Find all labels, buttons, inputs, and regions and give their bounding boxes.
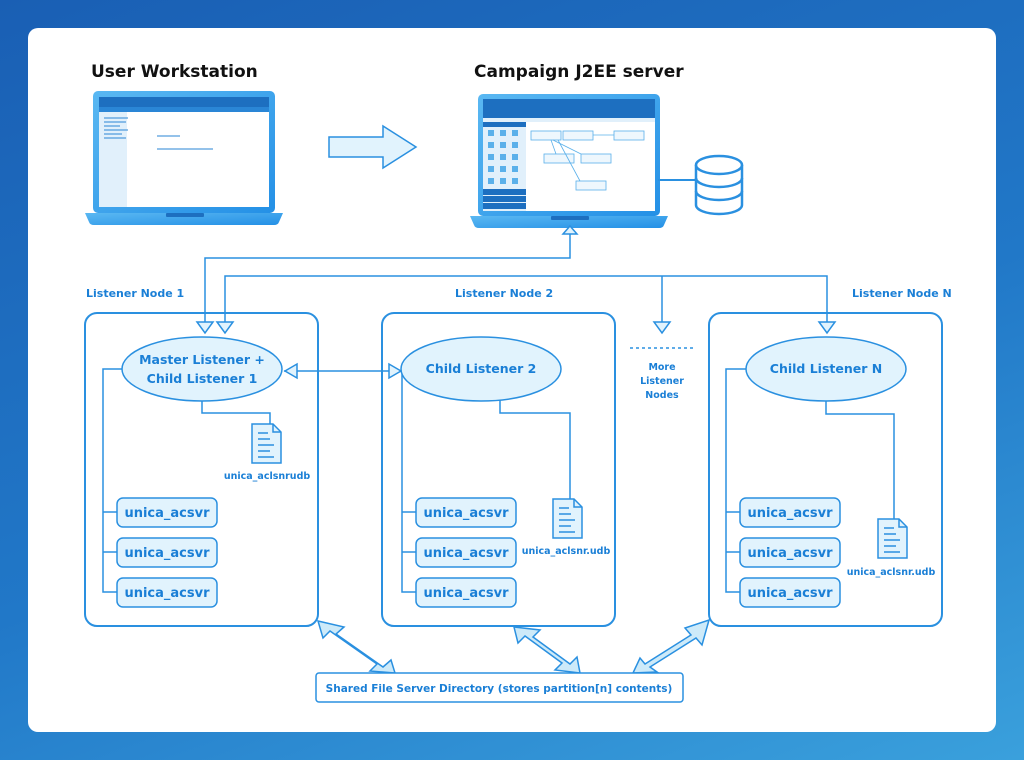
process-label: unica_acsvr: [747, 586, 833, 601]
process-box: [739, 497, 841, 528]
process-box: [116, 577, 218, 608]
server-title: Campaign J2EE server: [474, 62, 684, 82]
workstation-title: User Workstation: [91, 62, 258, 82]
node-2-label: Listener Node 2: [455, 287, 553, 300]
process-box: [415, 577, 517, 608]
flow-arrow-icon: [328, 124, 418, 170]
process-label: unica_acsvr: [423, 546, 509, 561]
node-n-label: Listener Node N: [852, 287, 952, 300]
double-arrow-icon: [631, 618, 711, 674]
file-label-node-2: unica_aclsnr.udb: [522, 546, 611, 557]
shared-file-server-box: [315, 672, 684, 703]
arrowhead-left-icon: [283, 362, 298, 380]
shared-file-server-label: Shared File Server Directory (stores par…: [326, 683, 673, 695]
master-listener-label-2: Child Listener 1: [147, 371, 258, 386]
listener-node-1: [84, 312, 319, 627]
child-listener-2-label: Child Listener 2: [426, 361, 537, 376]
database-icon: [694, 154, 744, 216]
workstation-laptop-icon: [85, 91, 283, 225]
arrowhead-down-icon: [652, 321, 672, 335]
process-label: unica_acsvr: [423, 586, 509, 601]
process-label: unica_acsvr: [124, 546, 210, 561]
child-listener-2-node: [400, 336, 562, 402]
process-box: [739, 577, 841, 608]
file-icon: [552, 498, 583, 539]
more-nodes-line2: Listener: [640, 376, 684, 387]
process-box: [415, 537, 517, 568]
file-label-node-1: unica_aclsnrudb: [224, 471, 311, 482]
process-label: unica_acsvr: [423, 506, 509, 521]
listener-node-2: [381, 312, 616, 627]
child-listener-n-label: Child Listener N: [770, 361, 882, 376]
master-listener-node: [121, 336, 283, 402]
listener-node-n: [708, 312, 943, 627]
more-nodes-line1: More: [648, 362, 675, 373]
arrowhead-right-icon: [388, 362, 403, 380]
more-nodes-line3: Nodes: [645, 390, 679, 401]
server-arrowhead-icon: [561, 224, 579, 235]
process-box: [415, 497, 517, 528]
node-1-label: Listener Node 1: [86, 287, 184, 300]
double-arrow-icon: [316, 619, 397, 674]
double-arrow-icon: [513, 626, 581, 674]
arrowhead-down-icon: [215, 321, 235, 335]
process-label: unica_acsvr: [747, 506, 833, 521]
master-listener-label-1: Master Listener +: [139, 352, 265, 367]
file-label-node-n: unica_aclsnr.udb: [847, 567, 936, 578]
process-box: [739, 537, 841, 568]
arrowhead-down-icon: [195, 321, 215, 335]
child-listener-n-node: [745, 336, 907, 402]
process-box: [116, 537, 218, 568]
server-laptop-icon: [470, 94, 668, 228]
arrowhead-down-icon: [817, 321, 837, 335]
process-label: unica_acsvr: [124, 586, 210, 601]
process-label: unica_acsvr: [747, 546, 833, 561]
process-box: [116, 497, 218, 528]
file-icon: [877, 518, 908, 559]
file-icon: [251, 423, 282, 464]
process-label: unica_acsvr: [124, 506, 210, 521]
